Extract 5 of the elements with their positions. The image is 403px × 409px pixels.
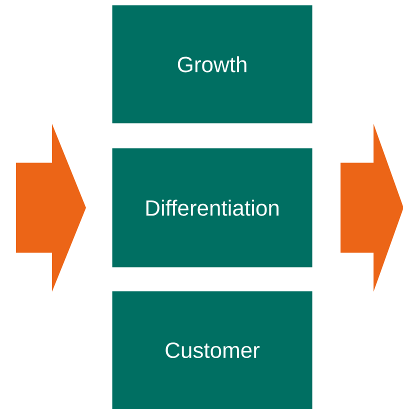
text-box: Differentiation <box>112 148 312 268</box>
block-arrow <box>16 124 86 292</box>
text-box: Customer <box>112 291 312 409</box>
block-arrow <box>340 124 403 292</box>
text-box: Growth <box>112 5 312 124</box>
